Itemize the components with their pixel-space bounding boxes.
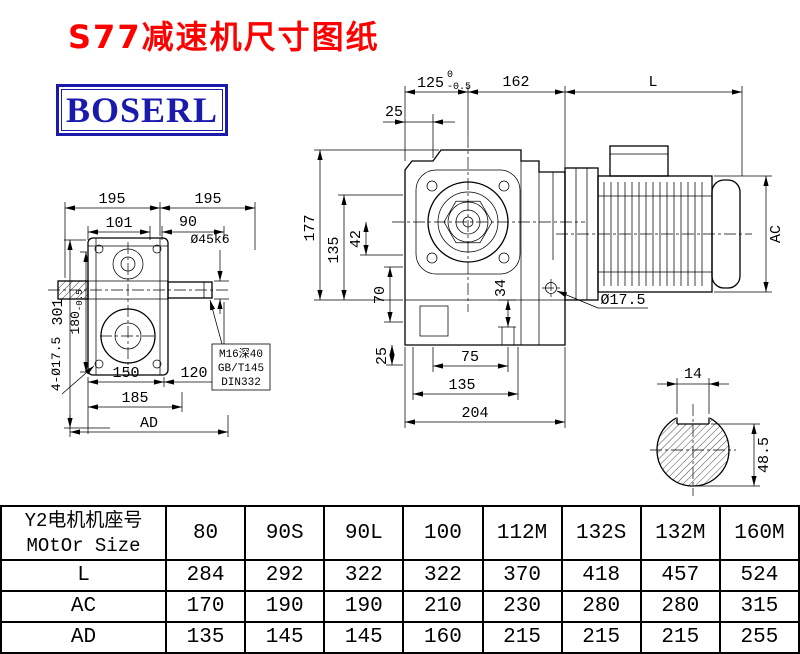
col-header-132s: 132S bbox=[560, 505, 642, 561]
shaft-view-centerlines bbox=[650, 404, 736, 496]
dim-75: 75 bbox=[461, 349, 479, 366]
cell: 145 bbox=[323, 621, 405, 654]
cell: 145 bbox=[244, 621, 326, 654]
cell: 457 bbox=[639, 559, 721, 592]
dim-177: 177 bbox=[302, 214, 319, 241]
cell: 190 bbox=[244, 590, 326, 623]
side-view-centerlines bbox=[392, 136, 752, 312]
col-header-100: 100 bbox=[402, 505, 484, 561]
table-corner-header: Y2电机机座号 MOtOr Size bbox=[0, 505, 167, 561]
cell: 322 bbox=[323, 559, 405, 592]
cell: 315 bbox=[718, 590, 800, 623]
front-view-dimension-lines bbox=[61, 202, 256, 437]
cell: 160 bbox=[402, 621, 484, 654]
thread-note-line2: GB/T145 bbox=[218, 363, 264, 375]
dim-flat-height: 48.5 bbox=[756, 437, 773, 473]
table-row-AC: AC 170 190 190 210 230 280 280 315 bbox=[0, 590, 800, 623]
dim-25-top: 25 bbox=[385, 104, 403, 121]
col-header-90s: 90S bbox=[244, 505, 326, 561]
thread-note-line3: DIN332 bbox=[221, 377, 261, 389]
dim-ad: AD bbox=[140, 415, 158, 432]
thread-note-line1: M16深40 bbox=[219, 347, 263, 361]
dim-42: 42 bbox=[348, 230, 365, 248]
table-row-L: L 284 292 322 322 370 418 457 524 bbox=[0, 559, 800, 592]
dim-34: 34 bbox=[493, 279, 510, 297]
dim-185: 185 bbox=[121, 390, 148, 407]
cell: 135 bbox=[164, 621, 247, 654]
cell: 322 bbox=[402, 559, 484, 592]
dim-motor-length: L bbox=[648, 74, 657, 91]
cell: 210 bbox=[402, 590, 484, 623]
row-label: AD bbox=[0, 621, 167, 654]
brand-logo-text: BOSERL bbox=[61, 89, 223, 131]
dim-195-right: 195 bbox=[194, 191, 221, 208]
dim-motor-diameter: AC bbox=[768, 225, 785, 243]
shaft-view-dimension-lines bbox=[657, 378, 760, 487]
cell: 280 bbox=[560, 590, 642, 623]
dim-hole-dia: Ø17.5 bbox=[600, 292, 645, 309]
dim-125-tol-low: -0.5 bbox=[447, 82, 471, 93]
technical-drawing: M16深40 GB/T145 DIN332 195 195 101 90 Ø45… bbox=[48, 70, 785, 496]
cell: 280 bbox=[639, 590, 721, 623]
dim-125: 125 bbox=[417, 75, 444, 92]
cell: 284 bbox=[164, 559, 247, 592]
dim-shaft-dia: Ø45k6 bbox=[190, 232, 229, 247]
row-label: L bbox=[0, 559, 167, 592]
dim-301: 301 bbox=[50, 298, 67, 325]
dim-90: 90 bbox=[179, 214, 197, 231]
cell: 190 bbox=[323, 590, 405, 623]
dim-125-tol-high: 0 bbox=[447, 70, 453, 81]
cell: 524 bbox=[718, 559, 800, 592]
cell: 370 bbox=[481, 559, 563, 592]
dim-204: 204 bbox=[461, 405, 488, 422]
col-header-132m: 132M bbox=[639, 505, 721, 561]
dim-101: 101 bbox=[105, 215, 132, 232]
dim-135-left: 135 bbox=[326, 236, 343, 263]
dim-162: 162 bbox=[502, 74, 529, 91]
motor-size-table: Y2电机机座号 MOtOr Size 80 90S 90L 100 112M 1… bbox=[0, 505, 800, 654]
cell: 418 bbox=[560, 559, 642, 592]
cell: 255 bbox=[718, 621, 800, 654]
col-header-112m: 112M bbox=[481, 505, 563, 561]
cell: 292 bbox=[244, 559, 326, 592]
motor bbox=[564, 145, 741, 301]
front-view: M16深40 GB/T145 DIN332 195 195 101 90 Ø45… bbox=[48, 191, 271, 437]
dim-150: 150 bbox=[112, 365, 139, 382]
dim-180: 180-0.5 bbox=[68, 289, 85, 334]
dim-70: 70 bbox=[372, 286, 389, 304]
dim-4-holes: 4-Ø17.5 bbox=[49, 337, 64, 392]
table-header-en: MOtOr Size bbox=[26, 534, 141, 557]
cell: 215 bbox=[639, 621, 721, 654]
cell: 170 bbox=[164, 590, 247, 623]
cell: 215 bbox=[481, 621, 563, 654]
col-header-160m: 160M bbox=[718, 505, 800, 561]
cell: 215 bbox=[560, 621, 642, 654]
fan-cover bbox=[711, 179, 741, 289]
keyway-outline bbox=[676, 417, 710, 425]
dim-195-left: 195 bbox=[98, 191, 125, 208]
row-label: AC bbox=[0, 590, 167, 623]
shaft-section-view: 14 48.5 bbox=[650, 366, 773, 496]
col-header-80: 80 bbox=[164, 505, 247, 561]
cell: 230 bbox=[481, 590, 563, 623]
side-view-dimension-lines bbox=[314, 86, 772, 428]
thread-note-box bbox=[211, 343, 271, 391]
front-view-centerlines bbox=[48, 242, 230, 372]
page-title: S77减速机尺寸图纸 bbox=[68, 18, 380, 56]
side-view: 125 0 -0.5 162 L 25 177 135 42 70 25 34 … bbox=[302, 70, 785, 428]
table-row-AD: AD 135 145 145 160 215 215 215 255 bbox=[0, 621, 800, 654]
motor-fins bbox=[603, 182, 703, 286]
terminal-box bbox=[609, 145, 669, 177]
table-header-cn: Y2电机机座号 bbox=[24, 509, 143, 532]
side-view-outline bbox=[404, 149, 566, 346]
dim-25-bottom: 25 bbox=[374, 347, 391, 365]
dim-key-width: 14 bbox=[684, 366, 702, 383]
brand-logo: BOSERL bbox=[56, 84, 228, 136]
col-header-90l: 90L bbox=[323, 505, 405, 561]
dim-120: 120 bbox=[180, 365, 207, 382]
dim-135-bottom: 135 bbox=[448, 377, 475, 394]
